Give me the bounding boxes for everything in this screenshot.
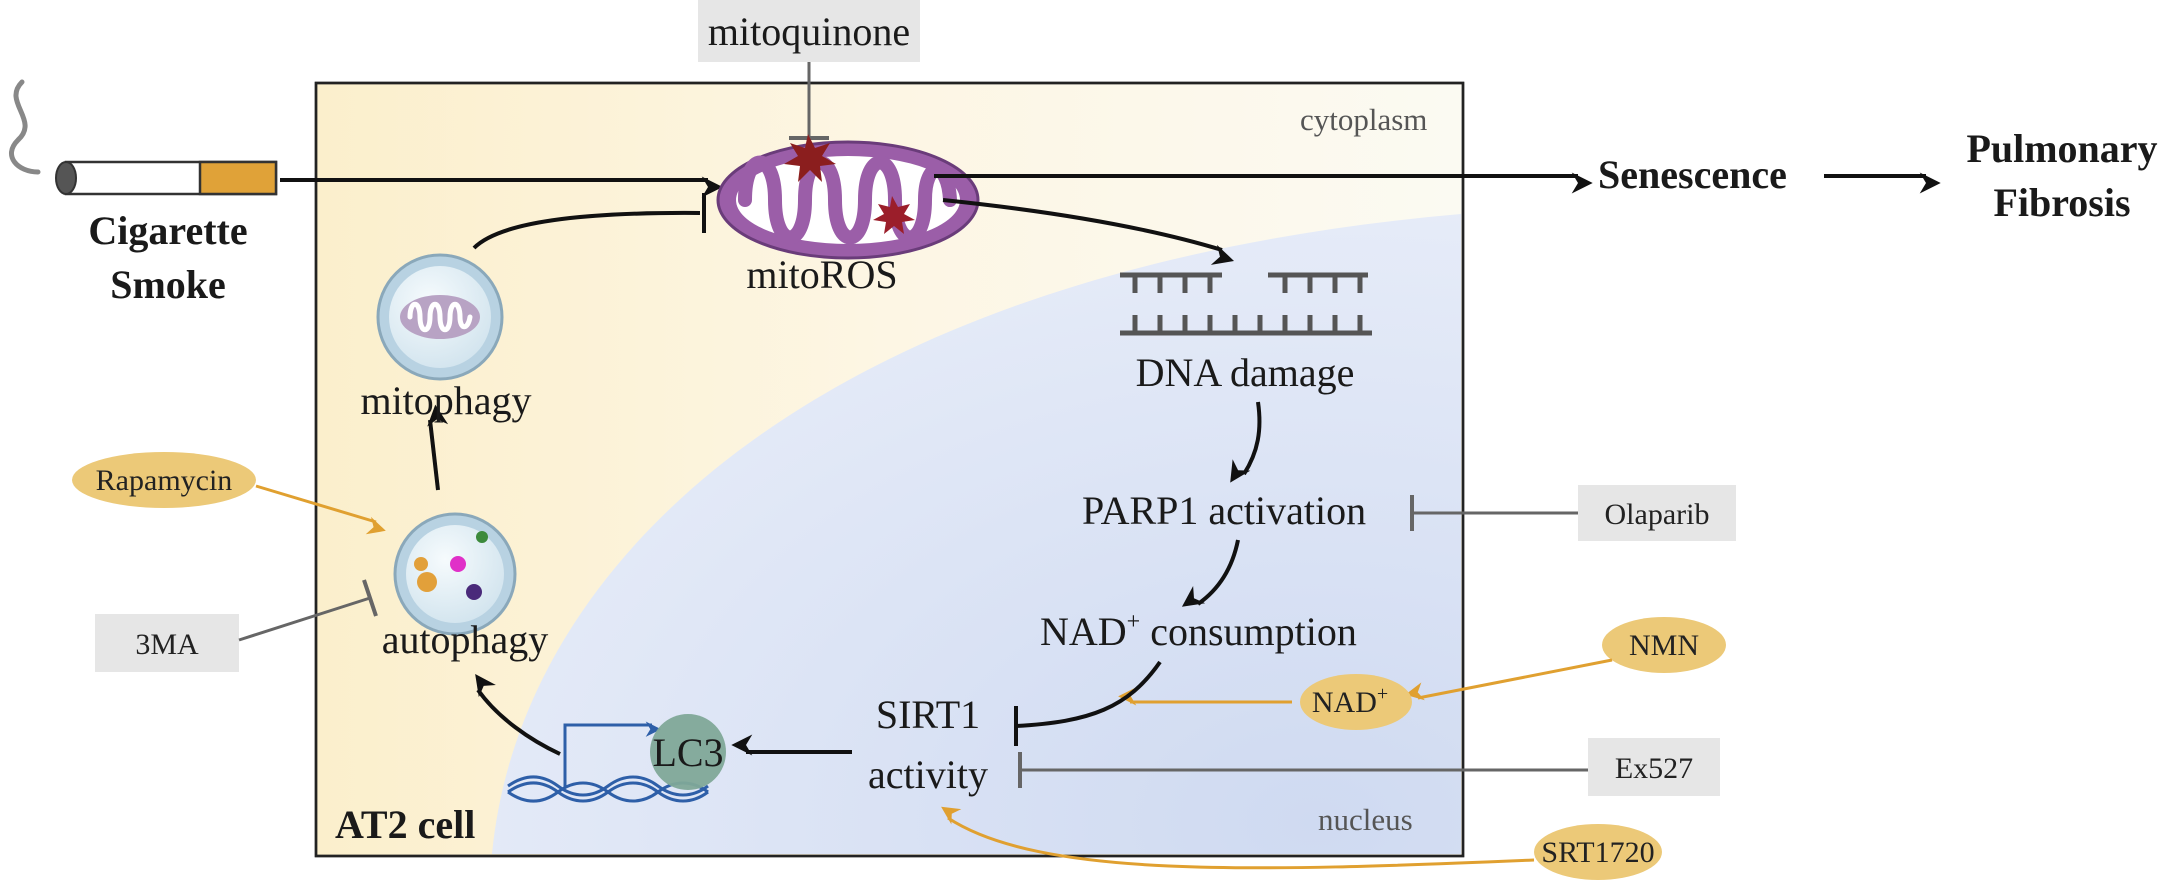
parp1-to-nad-arrow bbox=[1181, 539, 1240, 607]
autophagy-label: autophagy bbox=[382, 617, 549, 662]
sirt1-label-1: SIRT1 bbox=[876, 692, 980, 737]
rapamycin-ellipse bbox=[72, 452, 256, 508]
at2-cell-label: AT2 cell bbox=[335, 802, 475, 847]
dna-damage-label: DNA damage bbox=[1136, 350, 1355, 395]
mitophagy-inhibit-line bbox=[472, 210, 701, 250]
srt1720-to-sirt1-arrow bbox=[941, 806, 1535, 870]
rapamycin-label: Rapamycin bbox=[96, 464, 233, 497]
srt1720-label: SRT1720 bbox=[1541, 836, 1654, 869]
lc3-label: LC3 bbox=[652, 730, 723, 775]
ex527-box bbox=[1588, 738, 1720, 796]
mitoquinone-label: mitoquinone bbox=[708, 9, 910, 54]
olaparib-label: Olaparib bbox=[1605, 498, 1710, 531]
nad-label: NAD+ bbox=[1312, 683, 1388, 719]
mitoros-label: mitoROS bbox=[746, 252, 897, 297]
parp1-activation-label: PARP1 activation bbox=[1082, 488, 1366, 533]
nmn-to-nad-arrow bbox=[1405, 658, 1613, 701]
ex527-label: Ex527 bbox=[1615, 752, 1693, 785]
cell-border bbox=[314, 81, 1465, 858]
cigarette-smoke-label-2: Smoke bbox=[110, 262, 226, 307]
cytoplasm-label: cytoplasm bbox=[1300, 102, 1427, 137]
cigarette-smoke-label-1: Cigarette bbox=[88, 208, 247, 253]
nad-ellipse bbox=[1300, 674, 1412, 730]
nmn-ellipse bbox=[1602, 617, 1726, 673]
ros-burst-icon bbox=[873, 196, 915, 234]
pulmonary-fibrosis-label-1: Pulmonary bbox=[1966, 126, 2157, 171]
nucleus-label: nucleus bbox=[1318, 802, 1413, 837]
autophagosome-icon bbox=[393, 512, 517, 636]
autophagy-to-mitophagy-arrow bbox=[427, 404, 449, 491]
mitochondria-icon bbox=[716, 140, 980, 260]
mitophagosome-icon bbox=[376, 253, 504, 381]
srt1720-ellipse bbox=[1534, 824, 1662, 880]
ros-burst-icon bbox=[784, 134, 836, 182]
mito-to-dna-arrow bbox=[942, 198, 1235, 265]
transcription-start-arrow bbox=[563, 721, 662, 788]
nad-consumption-label: NAD+ consumption bbox=[1040, 609, 1357, 654]
lc3-to-autophagy-arrow bbox=[475, 673, 561, 756]
mitoquinone-box bbox=[698, 0, 920, 62]
nucleus-region bbox=[492, 214, 1461, 854]
three-ma-box bbox=[95, 614, 239, 672]
dna-damage-icon bbox=[1120, 272, 1372, 336]
cigarette-icon bbox=[9, 79, 278, 196]
mitophagy-label: mitophagy bbox=[360, 378, 531, 423]
three-ma-label: 3MA bbox=[135, 628, 199, 661]
olaparib-box bbox=[1578, 485, 1736, 541]
pulmonary-fibrosis-label-2: Fibrosis bbox=[1993, 180, 2130, 225]
lc3-circle bbox=[650, 714, 726, 790]
sirt1-label-2: activity bbox=[868, 752, 988, 797]
rapamycin-to-autophagy-arrow bbox=[255, 484, 386, 535]
nmn-label: NMN bbox=[1629, 629, 1699, 662]
three-ma-inhibit-line bbox=[238, 596, 371, 642]
senescence-label: Senescence bbox=[1598, 152, 1787, 197]
dna-to-parp1-arrow bbox=[1230, 401, 1262, 483]
nad-consumption-inhibit-line bbox=[1015, 660, 1162, 728]
three-ma-inhibit-bar bbox=[362, 579, 378, 617]
